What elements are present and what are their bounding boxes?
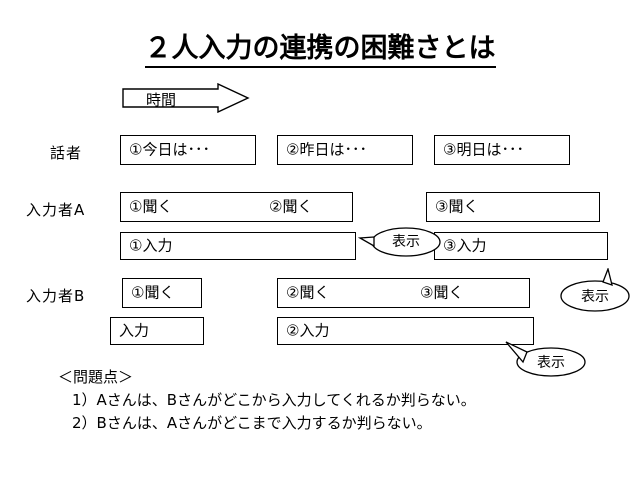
problems-heading: ＜問題点＞ — [58, 368, 134, 386]
display-callout-1-text: 表示 — [392, 234, 420, 250]
b-input-blank-text: 入力 — [119, 321, 150, 340]
problem-item-2: 2）Bさんは、Aさんがどこまで入力するか判らない。 — [72, 414, 432, 432]
row-label-operator-b: 入力者B — [26, 287, 86, 305]
b-listen-1-box: ①聞く — [122, 278, 202, 308]
b-input-2-box: ②入力 — [277, 317, 534, 345]
a-listen-3-box: ③聞く — [426, 192, 600, 222]
speaker-utterance-3-box: ③明日は･･･ — [434, 135, 570, 165]
speaker-utterance-3-text: ③明日は･･･ — [443, 140, 524, 159]
a-input-3-text: ③入力 — [443, 236, 487, 255]
speaker-utterance-1-box: ①今日は･･･ — [120, 135, 256, 165]
b-listen-2-text: ②聞く — [286, 283, 330, 302]
time-arrow-icon — [122, 82, 250, 114]
a-input-1-box: ①入力 — [120, 232, 356, 260]
callout-bubble-icon — [560, 266, 630, 312]
display-callout-3-text: 表示 — [537, 355, 565, 371]
a-listen-1-text: ①聞く — [129, 197, 173, 216]
speaker-utterance-2-box: ②昨日は･･･ — [277, 135, 413, 165]
display-callout-2-text: 表示 — [581, 289, 609, 305]
row-label-operator-a: 入力者A — [26, 201, 86, 219]
problems-block: ＜問題点＞ 1）Aさんは、Bさんがどこから入力してくれるか判らない。 2）Bさん… — [58, 366, 476, 435]
problem-item-1: 1）Aさんは、Bさんがどこから入力してくれるか判らない。 — [72, 391, 476, 409]
b-listen-1-text: ①聞く — [131, 283, 175, 302]
callout-bubble-icon — [505, 341, 586, 377]
b-listen-combined-box: ②聞く ③聞く — [277, 278, 530, 308]
time-axis-arrow: 時間 — [122, 82, 250, 114]
b-input-2-text: ②入力 — [286, 321, 330, 340]
display-callout-1: 表示 — [357, 222, 444, 260]
b-listen-3-text: ③聞く — [420, 283, 464, 302]
row-label-speaker: 話者 — [50, 144, 83, 162]
display-callout-2: 表示 — [556, 266, 634, 314]
page-title: ２人入力の連携の困難さとは — [0, 26, 640, 68]
display-callout-3: 表示 — [505, 340, 589, 378]
b-input-blank-box: 入力 — [110, 317, 204, 345]
speaker-utterance-2-text: ②昨日は･･･ — [286, 140, 367, 159]
a-input-1-text: ①入力 — [129, 236, 173, 255]
time-arrow-label: 時間 — [146, 91, 177, 109]
speaker-utterance-1-text: ①今日は･･･ — [129, 140, 210, 159]
a-input-3-box: ③入力 — [434, 232, 608, 260]
page-title-text: ２人入力の連携の困難さとは — [144, 33, 496, 68]
callout-bubble-icon — [357, 227, 441, 257]
a-listen-combined-box: ①聞く ②聞く — [120, 192, 353, 222]
a-listen-3-text: ③聞く — [435, 197, 479, 216]
a-listen-2-text: ②聞く — [269, 197, 313, 216]
